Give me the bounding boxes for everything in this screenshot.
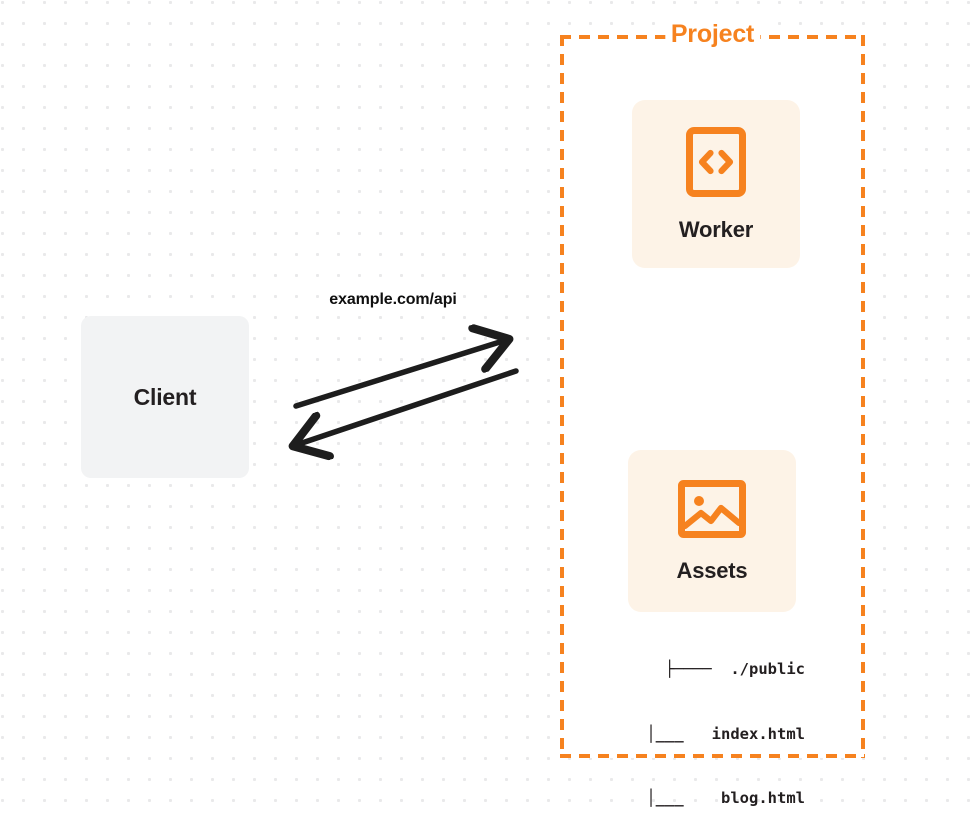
assets-node[interactable]: Assets [628, 450, 796, 612]
connection-label: example.com/api [329, 291, 457, 308]
client-node[interactable]: Client [81, 316, 249, 478]
file-tree-row: ├──── ./public [665, 660, 805, 678]
project-border-right [861, 35, 865, 758]
code-brackets-icon [685, 126, 747, 203]
image-icon [677, 479, 747, 544]
worker-label: Worker [678, 216, 754, 242]
project-border-bottom [560, 754, 865, 758]
worker-node[interactable]: Worker [632, 100, 800, 268]
client-label: Client [133, 383, 197, 410]
project-border-left [560, 35, 564, 758]
assets-label: Assets [676, 557, 748, 583]
project-title: Project [664, 19, 761, 49]
response-arrow [299, 368, 519, 444]
file-tree-row: │___ blog.html [618, 789, 805, 807]
file-tree-row: │___ index.html [618, 724, 805, 743]
assets-file-tree: ├──── ./public │___ index.html │___ blog… [600, 616, 805, 818]
request-arrow [293, 341, 503, 409]
